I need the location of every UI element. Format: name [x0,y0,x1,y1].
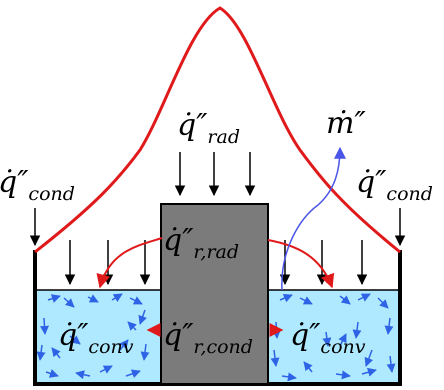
mass-flux-arrow [281,146,346,291]
circulation-arrows-left [36,293,150,380]
label-q-conv-right: q̇″conv [290,318,366,358]
label-q-rad: q̇″rad [177,108,240,148]
liquid-pool-right [268,290,398,382]
label-q-conv-left: q̇″conv [58,318,134,358]
label-q-cond-right: q̇″cond [356,165,433,205]
label-q-r-rad: q̇″r,rad [163,223,239,263]
label-q-r-cond: q̇″r,cond [163,318,253,358]
solid-block [160,203,269,385]
liquid-pool-left [37,290,161,382]
reradiation-arrows [96,237,335,337]
label-q-cond-left: q̇″cond [0,165,75,205]
radiant-flux-profile [34,6,401,254]
label-m-dot: ṁ″ [326,106,366,141]
